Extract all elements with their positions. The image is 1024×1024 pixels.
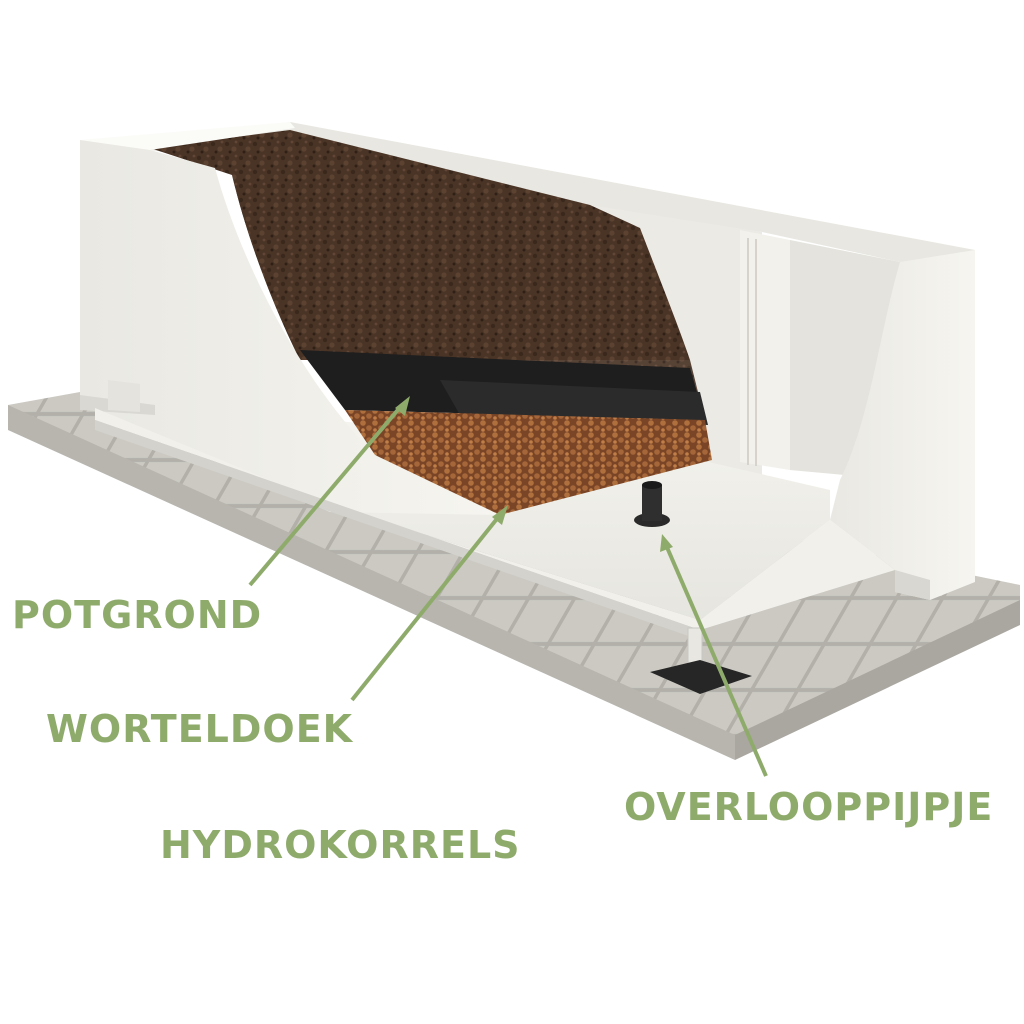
planter-right-wall [830, 250, 975, 600]
arrow-potgrond [248, 396, 410, 587]
worteldoek-layer [300, 350, 708, 425]
label-potgrond: POTGROND [12, 593, 263, 637]
arrow-overlooppijpje [660, 534, 768, 777]
arrow-worteldoek [350, 505, 508, 702]
label-worteldoek: WORTELDOEK [46, 707, 354, 751]
leader-arrows [248, 396, 768, 777]
overflow-pipe [634, 481, 752, 694]
planter-left-wall [80, 122, 500, 515]
planter-front-edge [95, 408, 895, 640]
label-overlooppijpje: OVERLOOPPIJPJE [624, 785, 994, 829]
label-hydrokorrels: HYDROKORRELS [160, 823, 521, 867]
